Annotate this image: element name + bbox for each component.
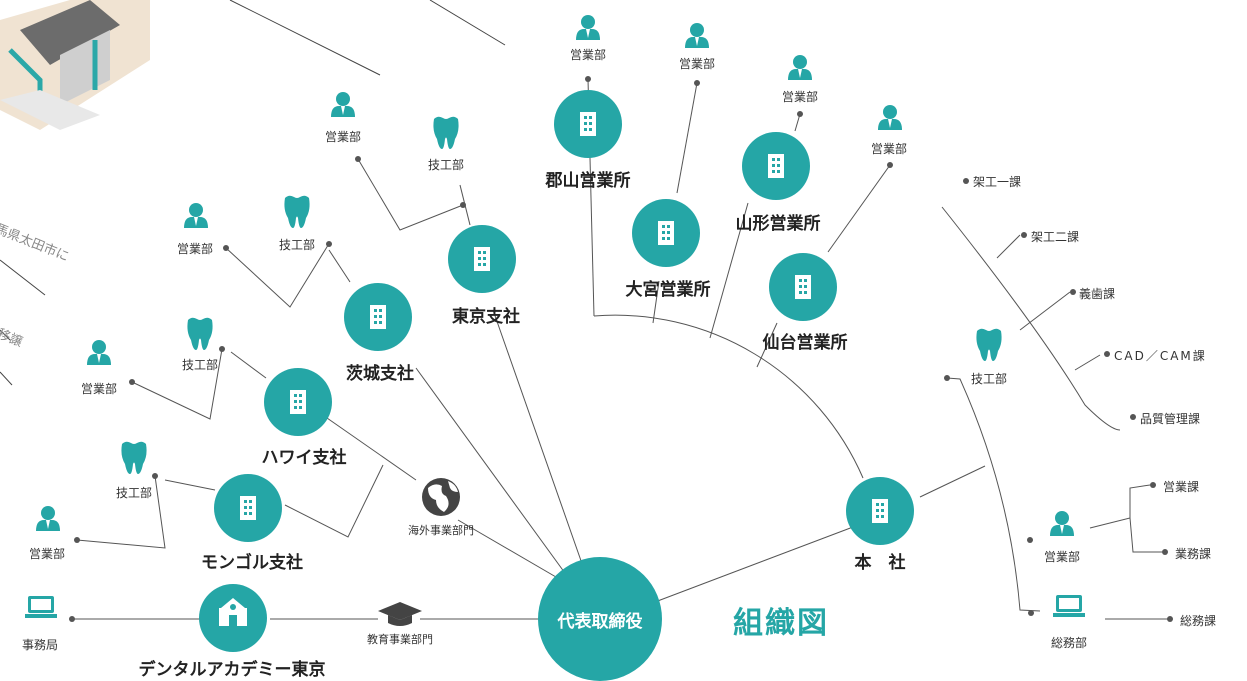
office-omiya: 大宮営業所 <box>625 280 711 300</box>
division-education: 教育事業部門 <box>367 633 433 646</box>
ceo-node: 代表取締役 <box>538 557 662 681</box>
dept-tech: 技工部 <box>278 238 316 252</box>
tooth-icon <box>187 317 213 350</box>
office-honsha: 本 社 <box>854 553 906 573</box>
dept-sales: 営業部 <box>176 242 214 256</box>
office-sendai: 仙台営業所 <box>762 333 848 353</box>
tooth-icon <box>433 116 459 149</box>
tooth-icon <box>284 195 310 228</box>
dept-sales: 営業部 <box>324 130 362 144</box>
person-icon <box>788 55 812 80</box>
dept-sales: 営業部 <box>80 382 118 396</box>
dept-sales: 営業部 <box>870 142 908 156</box>
dept-sales: 営業部 <box>569 48 607 62</box>
office-nodes <box>199 90 914 652</box>
person-icon <box>878 105 902 130</box>
laptop-icon <box>25 596 57 618</box>
section-business: 業務課 <box>1175 547 1212 561</box>
office-tokyo: 東京支社 <box>452 307 520 327</box>
dept-tech: 技工部 <box>181 358 219 372</box>
decor-lines <box>0 0 506 386</box>
section-quality: 品質管理課 <box>1140 412 1201 426</box>
chart-title: 組織図 <box>733 606 829 641</box>
section-kako1: 架工一課 <box>973 175 1022 189</box>
connector-dots <box>69 76 1173 622</box>
dept-general: 総務部 <box>1050 636 1088 650</box>
office-ibaraki: 茨城支社 <box>346 364 414 384</box>
dept-sales: 営業部 <box>28 547 66 561</box>
building-illustration <box>0 0 150 130</box>
section-gishi: 義歯課 <box>1079 287 1116 301</box>
dept-sales: 営業部 <box>781 90 819 104</box>
dept-sales: 営業部 <box>1043 550 1081 564</box>
dept-tech: 技工部 <box>115 486 153 500</box>
office-academy: デンタルアカデミー東京 <box>138 660 326 680</box>
section-kako2: 架工二課 <box>1031 230 1080 244</box>
tooth-icon <box>121 441 147 474</box>
office-yamagata: 山形営業所 <box>735 214 821 234</box>
tooth-icon <box>976 328 1002 361</box>
person-icon <box>685 23 709 48</box>
laptop-icon <box>1053 595 1085 617</box>
office-mongol: モンゴル支社 <box>201 553 303 573</box>
person-icon <box>1050 511 1074 536</box>
division-overseas: 海外事業部門 <box>408 524 474 537</box>
section-sales: 営業課 <box>1163 480 1200 494</box>
person-icon <box>184 203 208 228</box>
section-cadcam: CAD／CAM課 <box>1114 349 1207 363</box>
dept-tech: 技工部 <box>970 372 1008 386</box>
person-icon <box>87 340 111 365</box>
graduation-cap-icon <box>378 602 422 626</box>
person-icon <box>36 506 60 531</box>
dept-sales: 営業部 <box>678 57 716 71</box>
office-koriyama: 郡山営業所 <box>545 171 631 191</box>
globe-icon <box>422 478 460 516</box>
school-icon <box>219 598 247 626</box>
office-hawaii: ハワイ支社 <box>261 448 347 468</box>
person-icon <box>331 92 355 117</box>
dept-secretariat: 事務局 <box>21 638 59 652</box>
dept-tech: 技工部 <box>427 158 465 172</box>
person-icon <box>576 15 600 40</box>
connector-lines <box>72 78 1168 620</box>
section-general: 総務課 <box>1180 614 1217 628</box>
